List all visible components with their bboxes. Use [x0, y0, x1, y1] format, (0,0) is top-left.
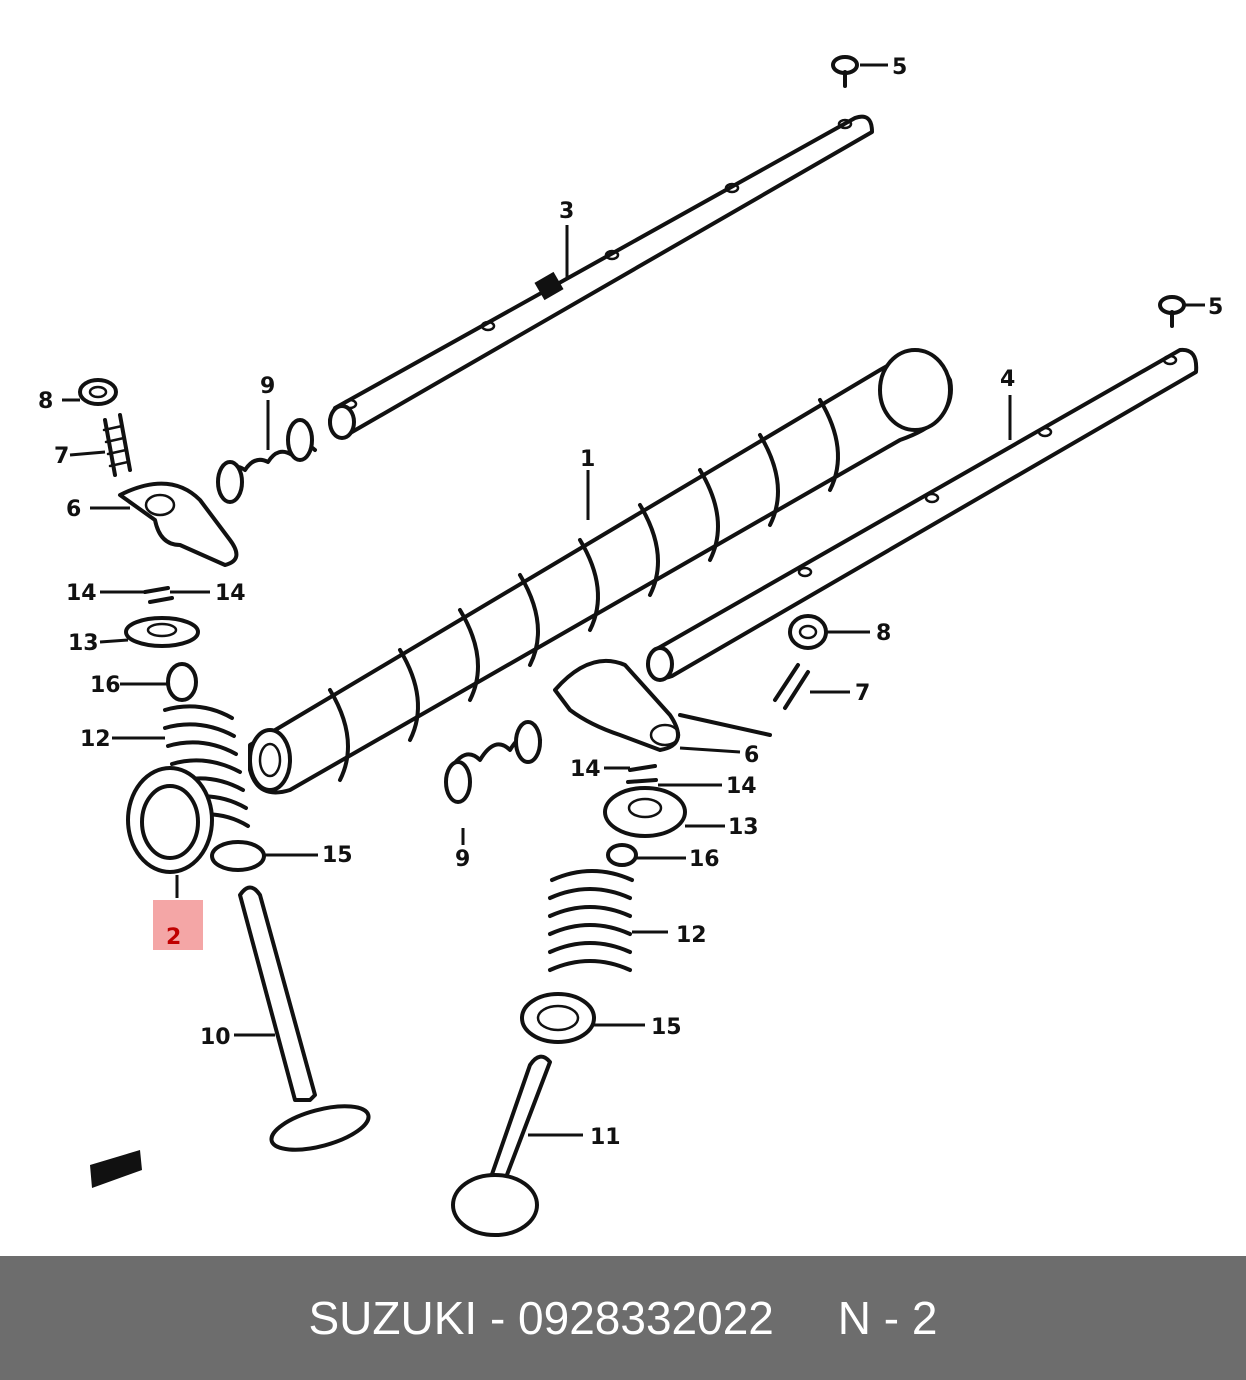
- leader-lines: [62, 63, 1205, 1137]
- callout-4: 4: [1000, 367, 1015, 392]
- callout-3: 3: [559, 199, 574, 224]
- callout-7-right: 7: [855, 681, 870, 706]
- rocker-shaft-lower: [646, 347, 1199, 682]
- callout-highlight: [153, 900, 203, 950]
- callout-12-left: 12: [80, 727, 111, 752]
- callout-16-right: 16: [689, 847, 720, 872]
- callout-12-right: 12: [676, 923, 707, 948]
- callout-8-right: 8: [876, 621, 891, 646]
- callout-9-right: 9: [455, 847, 470, 872]
- callout-1: 1: [580, 447, 595, 472]
- callout-14-right-a: 14: [570, 757, 601, 782]
- camshaft: [248, 348, 953, 795]
- rocker-shaft-upper: [328, 114, 874, 440]
- callout-labels: 5 5 3 4 1 8 7 6 9 14 14 13 16 12 15 2 10…: [38, 55, 1223, 1150]
- callout-13-right: 13: [728, 815, 759, 840]
- callout-9-left: 9: [260, 374, 275, 399]
- callout-5-right: 5: [1208, 295, 1223, 320]
- callout-14-right-b: 14: [726, 774, 757, 799]
- callout-10: 10: [200, 1025, 231, 1050]
- callout-6-right: 6: [744, 743, 759, 768]
- callout-14-left-a: 14: [66, 581, 97, 606]
- logo-mark: [90, 1150, 142, 1188]
- callout-16-left: 16: [90, 673, 121, 698]
- bolts: [831, 55, 1186, 328]
- footer-bar: SUZUKI - 0928332022 N - 2: [0, 1256, 1246, 1380]
- callout-2: 2: [166, 925, 181, 950]
- right-valve-assembly: [444, 614, 828, 1237]
- part-number-caption: SUZUKI - 0928332022 N - 2: [308, 1292, 938, 1344]
- exploded-parts-diagram: 5 5 3 4 1 8 7 6 9 14 14 13 16 12 15 2 10…: [38, 55, 1223, 1237]
- left-valve-assembly: [78, 378, 371, 1152]
- callout-11: 11: [590, 1125, 621, 1150]
- callout-8-left: 8: [38, 389, 53, 414]
- callout-5-top: 5: [892, 55, 907, 80]
- callout-6-left: 6: [66, 497, 81, 522]
- callout-15-right: 15: [651, 1015, 682, 1040]
- callout-14-left-b: 14: [215, 581, 246, 606]
- callout-7-left: 7: [54, 444, 69, 469]
- callout-13-left: 13: [68, 631, 99, 656]
- callout-15-left: 15: [322, 843, 353, 868]
